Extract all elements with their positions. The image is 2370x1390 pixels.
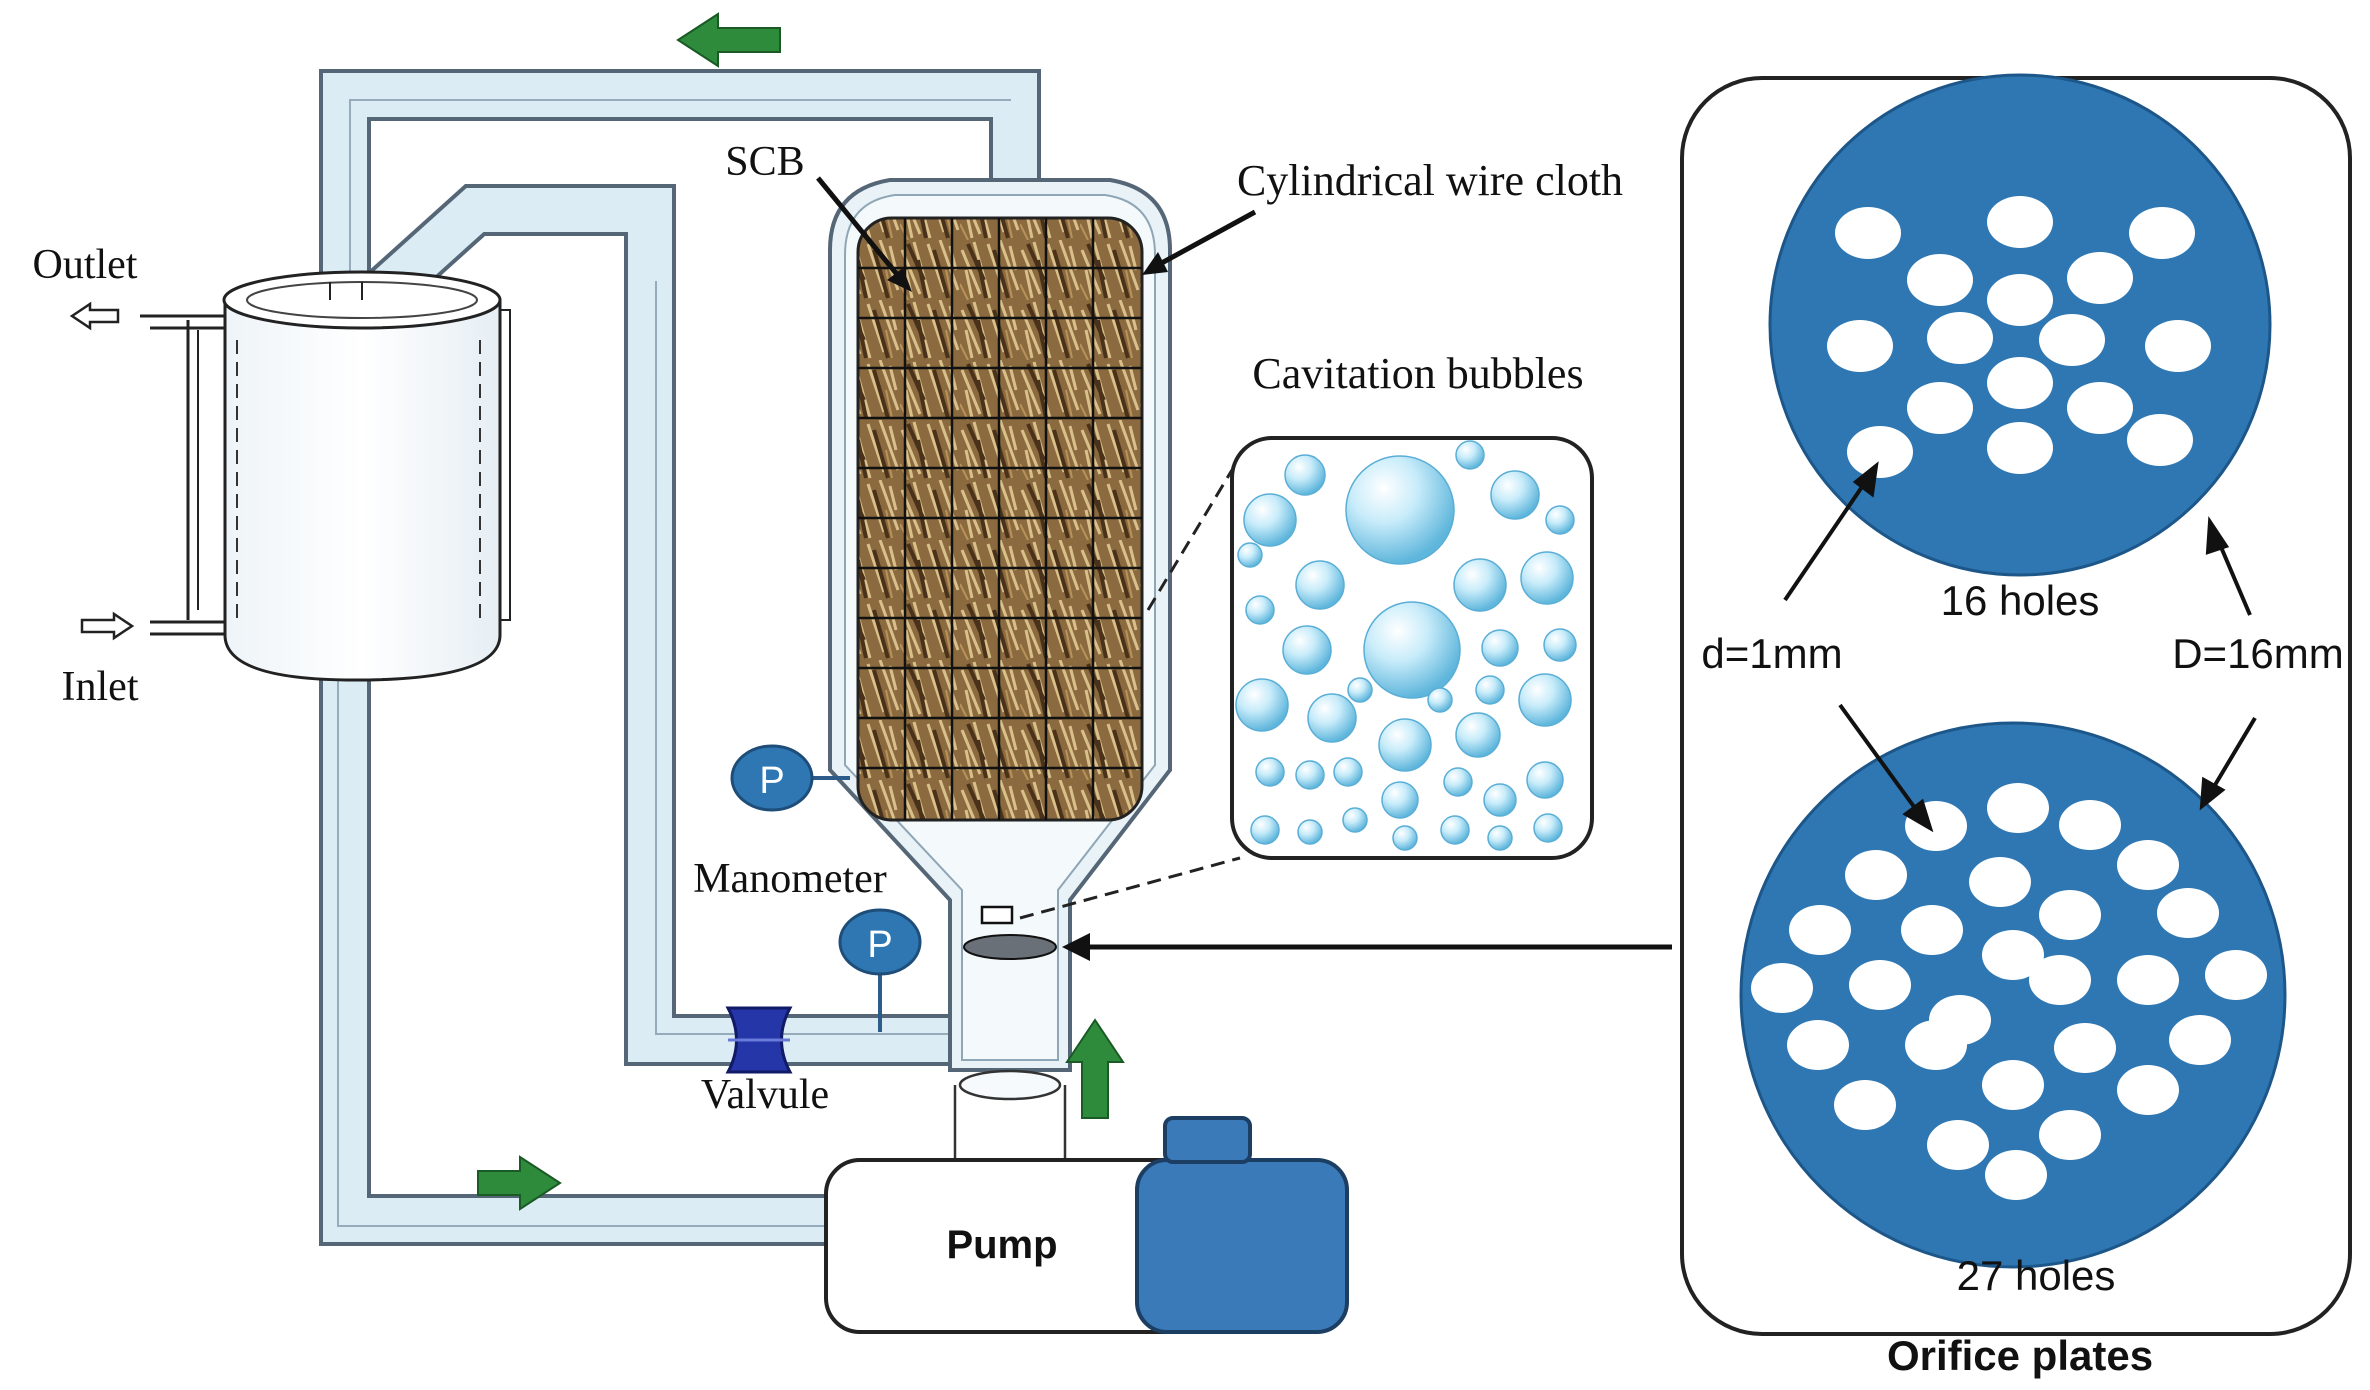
outlet-label: Outlet xyxy=(33,242,138,288)
plate-diameter-label: D=16mm xyxy=(2172,630,2344,677)
manometer-label: Manometer xyxy=(693,856,887,902)
inlet-label: Inlet xyxy=(62,664,139,710)
hole-diameter-label: d=1mm xyxy=(1701,630,1842,677)
plate-to-reactor-arrowhead xyxy=(1062,933,1090,961)
reactor-gauge-icon: P xyxy=(730,744,850,812)
biomass-bed xyxy=(856,216,1144,822)
wire-cloth-label: Cylindrical wire cloth xyxy=(1237,156,1623,205)
line-gauge-icon: P xyxy=(838,908,922,1032)
scb-pointer-arrow xyxy=(816,176,912,292)
orifice-plate-in-reactor xyxy=(953,905,1067,1160)
valve-icon xyxy=(725,1006,793,1074)
cavitation-bubbles-inset: Cavitation bubbles xyxy=(1019,349,1594,920)
feed-tank xyxy=(140,270,511,682)
orifice-plates-panel: 16 holes xyxy=(1062,73,2352,1336)
inlet-arrow-icon xyxy=(80,611,135,641)
scb-label: SCB xyxy=(725,139,804,185)
flow-arrow-bottom-icon xyxy=(477,1155,562,1211)
orifice-plate-16-holes xyxy=(1768,73,2272,577)
outlet-arrow-icon xyxy=(69,301,120,331)
bubbles-label: Cavitation bubbles xyxy=(1252,349,1583,398)
pump: Pump xyxy=(824,1116,1349,1334)
orifice-plate-27-holes xyxy=(1739,721,2287,1269)
panel-title: Orifice plates xyxy=(1887,1332,2153,1379)
pipe-network xyxy=(319,69,1041,1246)
bubble-group xyxy=(1235,440,1577,851)
flow-arrow-up-icon xyxy=(1065,1018,1125,1119)
dimension-arrows xyxy=(1783,461,2257,833)
plate-top-caption: 16 holes xyxy=(1941,577,2100,624)
wire-cloth-pointer-arrow xyxy=(1142,209,1257,275)
valve-label: Valvule xyxy=(701,1072,829,1118)
plate-bottom-caption: 27 holes xyxy=(1957,1252,2116,1299)
reactor-gauge-symbol: P xyxy=(759,760,784,802)
line-gauge-symbol: P xyxy=(867,924,892,966)
flow-arrow-top-icon xyxy=(676,12,781,68)
pump-label: Pump xyxy=(946,1223,1057,1267)
